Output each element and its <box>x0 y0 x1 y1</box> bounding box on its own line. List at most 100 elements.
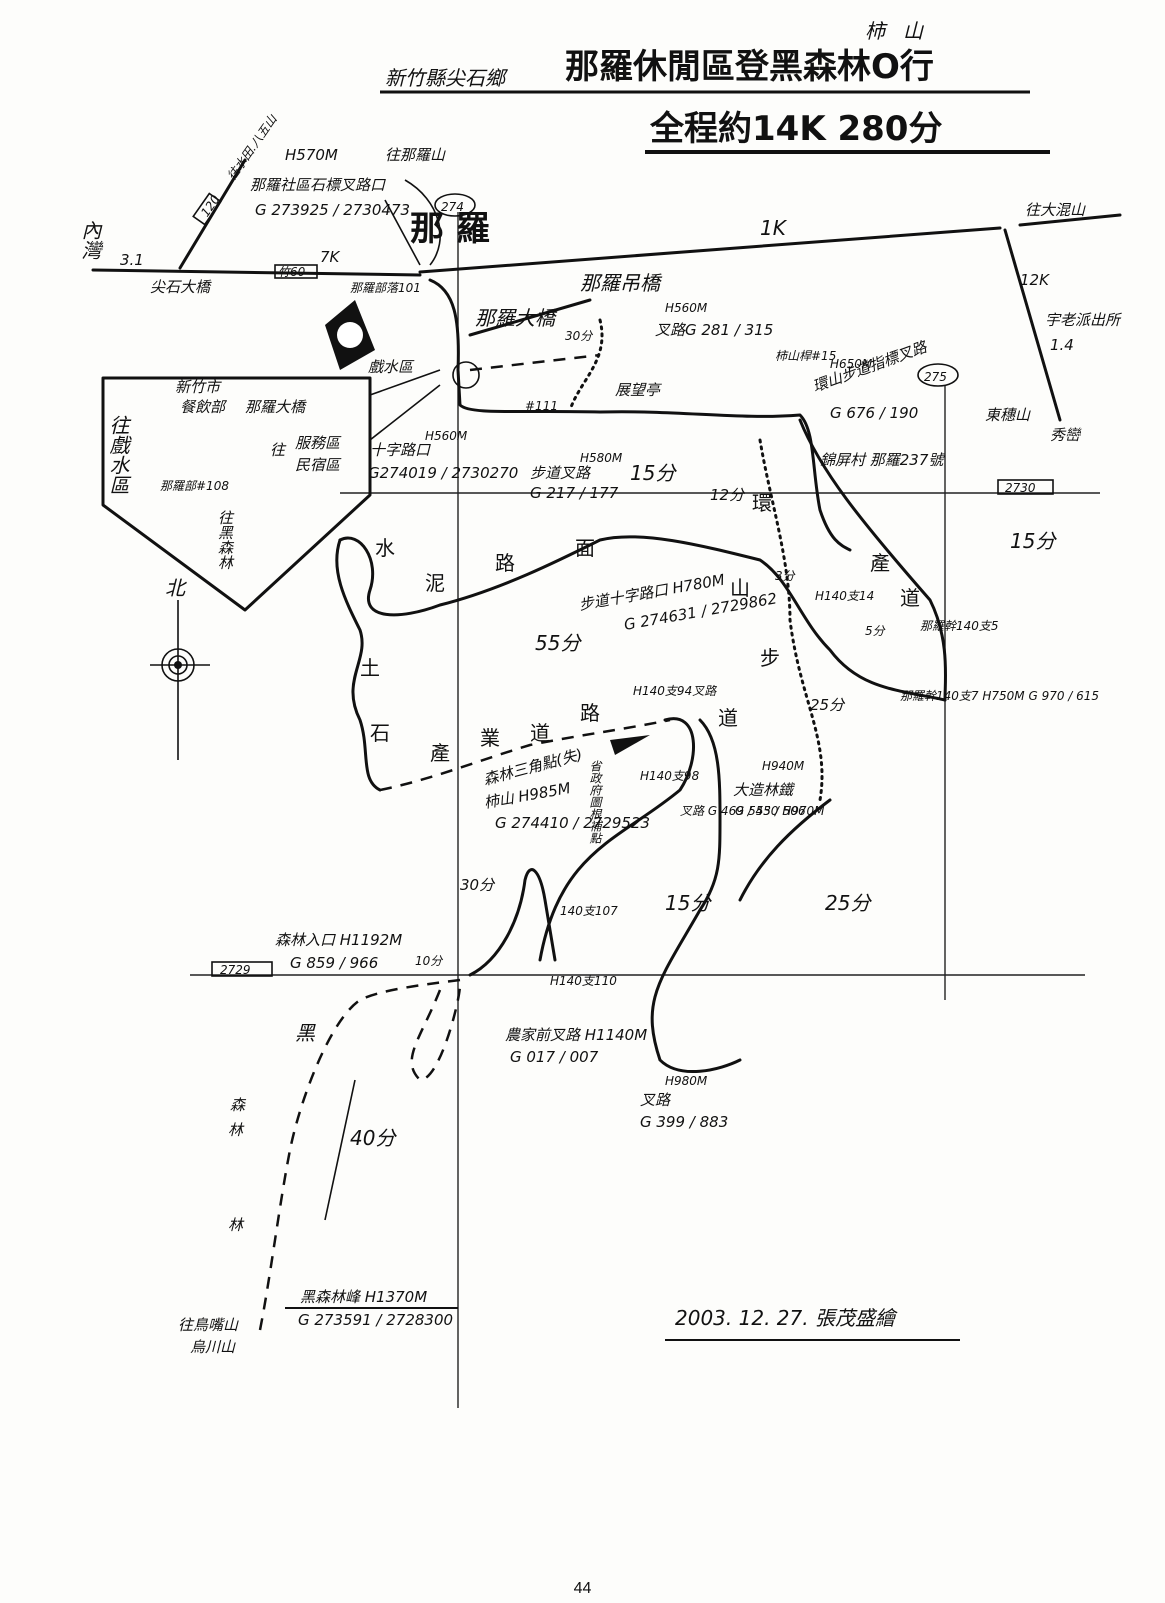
label-fork-980: 叉路 <box>640 1091 672 1109</box>
label-ring-trail-sign: 環山步道指標叉路 <box>810 337 931 396</box>
label-yulao-police: 宇老派出所 <box>1045 311 1122 329</box>
map-header: 新竹縣尖石鄉 那羅休閒區登黑森林O行 柿山 全程約14K 280分 <box>380 19 1050 154</box>
label-road-industry: 產 <box>430 741 450 765</box>
label-ring-mountain: 山 <box>730 576 750 600</box>
label-distance-3-1: 3.1 <box>120 251 144 269</box>
lookout-symbol-inner-icon <box>337 322 363 348</box>
grid-label-275: 275 <box>924 370 947 384</box>
label-trail-fork: 步道叉路 <box>530 464 592 482</box>
label-shishan-pole: 柿山桿#15 <box>775 349 836 363</box>
label-12min: 12分 <box>710 486 746 504</box>
label-30min-loop: 30分 <box>565 329 593 343</box>
label-15min-a: 15分 <box>630 461 677 485</box>
label-55min: 55分 <box>535 631 582 655</box>
label-to-shuitian: 往水田.八五山 <box>225 112 281 183</box>
label-road-lu: 路 <box>495 551 515 575</box>
label-trail-step: 步 <box>760 646 780 670</box>
grid-marker-2730 <box>997 479 1054 495</box>
label-shishan-gps: G 274410 / 2729523 <box>495 814 650 832</box>
label-big-tree-gps: G 553 / 506 <box>735 804 806 818</box>
label-10min: 10分 <box>415 954 443 968</box>
label-pole-7: 那羅幹140支7 H750M G 970 / 615 <box>900 689 1099 703</box>
grid-label-274: 274 <box>441 200 464 214</box>
map-symbols <box>101 300 650 760</box>
label-water-play-area: 戲水區 <box>368 358 415 376</box>
inset-label-to-black-forest: 往黑森林 <box>216 510 235 570</box>
grid-marker-275 <box>917 363 959 387</box>
label-wuchuan-mountain: 烏川山 <box>190 1338 236 1356</box>
label-cross-elevation: H560M <box>425 429 468 443</box>
label-40min: 40分 <box>350 1126 397 1150</box>
label-junction-elevation: H570M <box>285 146 338 164</box>
label-forest-sen: 森 <box>230 1096 247 1114</box>
label-15min-b: 15分 <box>1010 529 1057 553</box>
parking-circle-icon <box>452 361 480 389</box>
label-15min-c: 15分 <box>665 891 712 915</box>
label-road-water: 水 <box>375 536 395 560</box>
label-junction-gps: G 273925 / 2730473 <box>255 201 410 219</box>
label-12k: 12K <box>1020 271 1050 289</box>
label-25min-a: 25分 <box>810 696 846 714</box>
label-forest-entrance-gps: G 859 / 966 <box>290 954 378 972</box>
label-fork-970: 叉路 G 469 / 450 H970M <box>680 804 825 818</box>
label-crossroad-gps: G274019 / 2730270 <box>368 464 518 482</box>
label-road-mud: 泥 <box>425 571 445 595</box>
label-ring-gps: G 676 / 190 <box>830 404 918 422</box>
direction-triangle-icon <box>610 735 650 755</box>
label-farmhouse-fork-gps: G 017 / 007 <box>510 1048 599 1066</box>
inset-label-naluo-108: 那羅部#108 <box>160 479 229 493</box>
grid-marker-274 <box>434 193 476 217</box>
page-number: 44 <box>573 1580 592 1597</box>
grid-label-2730: 2730 <box>1005 481 1036 495</box>
label-black: 黑 <box>295 1021 316 1045</box>
label-north: 北 <box>165 576 187 600</box>
label-naluo-bridge: 那羅大橋 <box>475 306 558 330</box>
label-h650: H650M <box>830 357 873 371</box>
label-fork-elevation: H560M <box>665 301 708 315</box>
label-industry-road-1: 產 <box>870 551 890 575</box>
map-title: 那羅休閒區登黑森林O行 <box>565 47 934 87</box>
label-3min: 3分 <box>775 569 796 583</box>
label-neiwan: 內灣 <box>78 220 102 260</box>
label-naluo-suspension-bridge: 那羅吊橋 <box>580 271 663 295</box>
label-crossroad: 十字路口 <box>370 441 431 459</box>
inset-label-restaurant: 餐飲部 <box>180 398 228 416</box>
author-signature: 2003. 12. 27. 張茂盛繪 <box>675 1306 898 1330</box>
label-road-ye: 業 <box>480 726 500 750</box>
label-forest-lin-2: 林 <box>228 1216 245 1234</box>
label-pole-110: H140支110 <box>550 974 617 988</box>
label-road-lu2: 路 <box>580 701 600 725</box>
label-junction-name: 那羅社區石標叉路口 <box>250 176 386 194</box>
label-trail-fork-elevation: H580M <box>580 451 623 465</box>
grid-marker-2729 <box>211 961 273 977</box>
label-naluo-101: 那羅部落101 <box>350 281 421 295</box>
inset-label-xinzhu: 新竹市 <box>175 378 222 396</box>
label-7k: 7K <box>320 248 341 266</box>
map-labels: 內灣 3.1 尖石大橋 120 往水田.八五山 竹60 7K H570M 那羅社… <box>78 112 1122 1356</box>
label-jianshi-bridge: 尖石大橋 <box>150 278 212 296</box>
label-1k: 1K <box>760 216 788 240</box>
label-h940: H940M <box>762 759 805 773</box>
inset-label-service-area: 服務區 <box>295 434 342 452</box>
inset-label-bridge: 那羅大橋 <box>245 398 307 416</box>
label-trail-fork-gps: G 217 / 177 <box>530 484 619 502</box>
label-road-stone: 石 <box>370 721 390 745</box>
label-dongsui-mountain: 東穗山 <box>985 406 1031 424</box>
label-fork-980-gps: G 399 / 883 <box>640 1113 728 1131</box>
label-fork-980-elevation: H980M <box>665 1074 708 1088</box>
label-to-dabajian: 往大混山 <box>1025 201 1086 219</box>
label-jinping-village: 錦屏村 那羅237號 <box>820 451 945 469</box>
label-industry-road-2: 道 <box>900 586 920 610</box>
label-naluo: 那羅 <box>410 209 502 249</box>
label-pole-5: 那羅幹140支5 <box>920 619 999 633</box>
label-peak-gps: G 273591 / 2728300 <box>298 1311 453 1329</box>
label-distance-1-4: 1.4 <box>1050 336 1074 354</box>
title-overlay: 柿山 <box>865 19 941 43</box>
grid-label-2729: 2729 <box>220 963 251 977</box>
compass-north-icon <box>150 600 210 760</box>
label-black-forest-peak: 黑森林峰 H1370M <box>300 1288 427 1306</box>
label-farmhouse-fork: 農家前叉路 H1140M <box>505 1026 647 1044</box>
label-forest-lin-1: 林 <box>228 1121 245 1139</box>
label-route-60: 竹60 <box>278 265 306 279</box>
